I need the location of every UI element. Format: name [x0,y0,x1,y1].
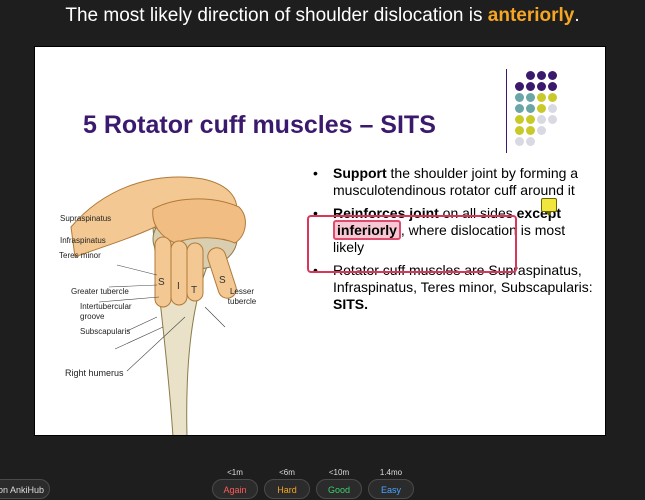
decor-dot [515,93,524,102]
decor-dot [515,82,524,91]
note-icon[interactable] [541,198,557,216]
decor-dot [548,82,557,91]
decor-dot [526,104,535,113]
decor-dot [537,93,546,102]
question-highlight: anteriorly [487,5,575,26]
label-lesser-tubercle: Lesser tubercle [227,287,257,306]
decor-dot [548,71,557,80]
interval-hard: <6m [279,468,295,477]
decor-dot [526,126,535,135]
decor-dot [537,71,546,80]
finger-3 [186,242,204,302]
label-supraspinatus: Supraspinatus [60,214,112,223]
bullet-sits: • Rotator cuff muscles are Supraspinatus… [313,262,593,312]
decor-dot [515,115,524,124]
thumb [207,247,237,299]
shoulder-illustration: S I T S [70,176,246,435]
decor-divider [506,69,507,153]
finger-1 [154,236,172,308]
highlight-inferiorly: inferiorly [333,220,401,240]
ankihub-button[interactable]: on AnkiHub [0,479,50,499]
decor-dot [526,137,535,146]
again-button[interactable]: Again [212,479,258,499]
bullet-list: • Support the shoulder joint by forming … [311,165,593,316]
annotation-frame [307,215,517,273]
finger-letter-s2: S [219,275,226,286]
decor-dot [537,82,546,91]
label-greater-tubercle: Greater tubercle [71,287,129,296]
lecture-slide: 5 Rotator cuff muscles – SITS S I T S [34,46,606,436]
decor-dot [526,93,535,102]
interval-easy: 1.4mo [379,468,403,477]
good-button[interactable]: Good [316,479,362,499]
review-bar: on AnkiHub <1m <6m <10m 1.4mo Again Hard… [0,466,645,500]
decor-dot [548,104,557,113]
decor-dot [537,115,546,124]
finger-letter-s1: S [158,277,165,288]
decor-dot [526,71,535,80]
decor-dot [548,93,557,102]
question-text: The most likely direction of shoulder di… [0,4,645,28]
finger-letter-i: I [177,281,180,292]
decor-dot [537,104,546,113]
question-prefix: The most likely direction of shoulder di… [65,5,488,26]
finger-2 [170,240,188,306]
decor-dot [515,137,524,146]
label-infraspinatus: Infraspinatus [60,236,106,245]
interval-again: <1m [227,468,243,477]
decor-dot [548,115,557,124]
label-right-humerus: Right humerus [65,368,124,378]
hard-button[interactable]: Hard [264,479,310,499]
label-teres-minor: Teres minor [59,251,101,260]
decor-dot [537,126,546,135]
label-intertubercular-groove: Intertubercular groove [80,302,132,321]
decor-dot [526,82,535,91]
interval-good: <10m [328,468,350,477]
decor-dot [515,104,524,113]
decor-dot [526,115,535,124]
bullet-support: • Support the shoulder joint by forming … [313,165,579,198]
easy-button[interactable]: Easy [368,479,414,499]
question-suffix: . [574,5,580,26]
palm [152,198,246,244]
finger-letter-t: T [191,285,197,296]
slide-title: 5 Rotator cuff muscles – SITS [83,111,436,139]
decor-dot [515,126,524,135]
bullet-reinforces: • Reinforces joint on all sides except i… [313,205,566,255]
label-subscapularis: Subscapularis [80,327,131,336]
